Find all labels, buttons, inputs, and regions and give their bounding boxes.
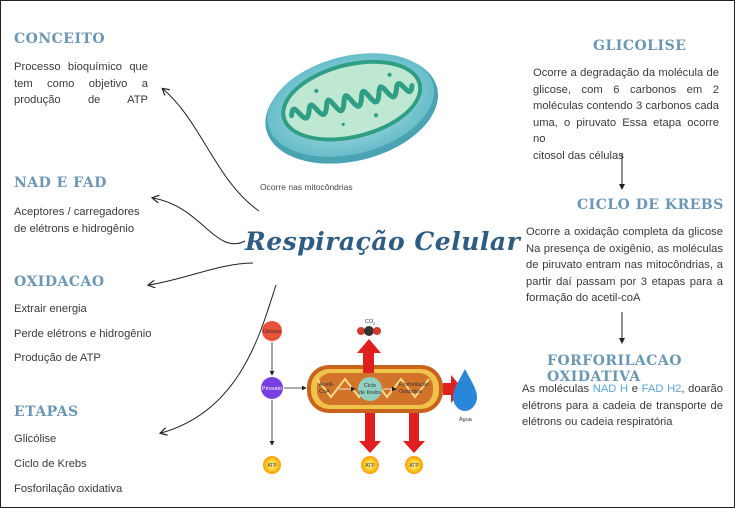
svg-text:ATP: ATP (365, 463, 375, 469)
oxidacao-item: Perde elétrons e hidrogênio (14, 328, 152, 340)
oxidacao-item: Produção de ATP (14, 352, 101, 364)
ciclo-label-2: de Krebs (359, 390, 381, 396)
oxidacao-item: Extrair energia (14, 303, 87, 315)
conceito-text: Processo bioquímico que tem como objetiv… (14, 61, 148, 106)
krebs-text: Ocorre a oxidação completa da glicose Na… (526, 226, 723, 304)
etapas-item: Fosforilação oxidativa (14, 483, 123, 495)
arrow-to-etapas (161, 284, 277, 433)
conceito-heading: CONCEITO (14, 31, 106, 47)
svg-text:ATP: ATP (267, 463, 277, 469)
fosforilacao-heading: FORFORILACAO OXIDATIVA (547, 353, 682, 385)
page-title: Respiração Celular (245, 227, 521, 256)
arrow-to-nad-fad (153, 198, 246, 245)
arrow-to-oxidacao (149, 262, 254, 285)
etapas-heading: ETAPAS (14, 404, 79, 420)
piruvato-label: Piruvato (262, 386, 282, 392)
atp-burst-icon: ATP (361, 456, 379, 474)
fosfo-label-1: Fosforilação (399, 382, 429, 388)
glicolise-text: Ocorre a degradação da molécula de glico… (533, 67, 719, 162)
mitochondrion-illustration (265, 53, 439, 164)
fosforilacao-text: As moléculas NAD H e FAD H2, doarão elét… (522, 383, 723, 428)
ciclo-label-1: Ciclo (364, 383, 376, 389)
water-drop-icon (453, 369, 477, 411)
acetil-label-2: CoA (319, 389, 330, 395)
glicose-node (262, 321, 282, 341)
etapas-item: Glicólise (14, 433, 57, 445)
krebs-heading: CICLO DE KREBS (577, 197, 724, 213)
oxidacao-heading: OXIDACAO (14, 274, 105, 290)
co2-sub-label: 2 (373, 321, 376, 326)
piruvato-node (261, 377, 283, 399)
svg-text:ATP: ATP (409, 463, 419, 469)
co2-molecule-icon (357, 326, 381, 336)
nad-fad-heading: NAD E FAD (14, 175, 107, 191)
fosfo-label-2: Oxidativa (399, 389, 423, 395)
agua-label: Água (459, 416, 473, 423)
respiration-diagram: Glicose Piruvato Acetil- CoA Ciclo de Kr… (261, 319, 477, 474)
etapas-item: Ciclo de Krebs (14, 458, 87, 470)
atp-burst-icon: ATP (263, 456, 281, 474)
arrow-to-conceito (163, 89, 260, 212)
glicose-label: Glicose (263, 329, 281, 335)
mito-caption: Ocorre nas mitocôndrias (260, 182, 353, 192)
acetil-label-1: Acetil- (319, 382, 334, 388)
co2-label: CO (365, 319, 374, 325)
atp-burst-icon: ATP (405, 456, 423, 474)
ciclo-krebs-node (358, 377, 382, 401)
nad-fad-text: Aceptores / carregadores de elétrons e h… (14, 206, 140, 235)
glicolise-heading: GLICOLISE (593, 38, 687, 54)
